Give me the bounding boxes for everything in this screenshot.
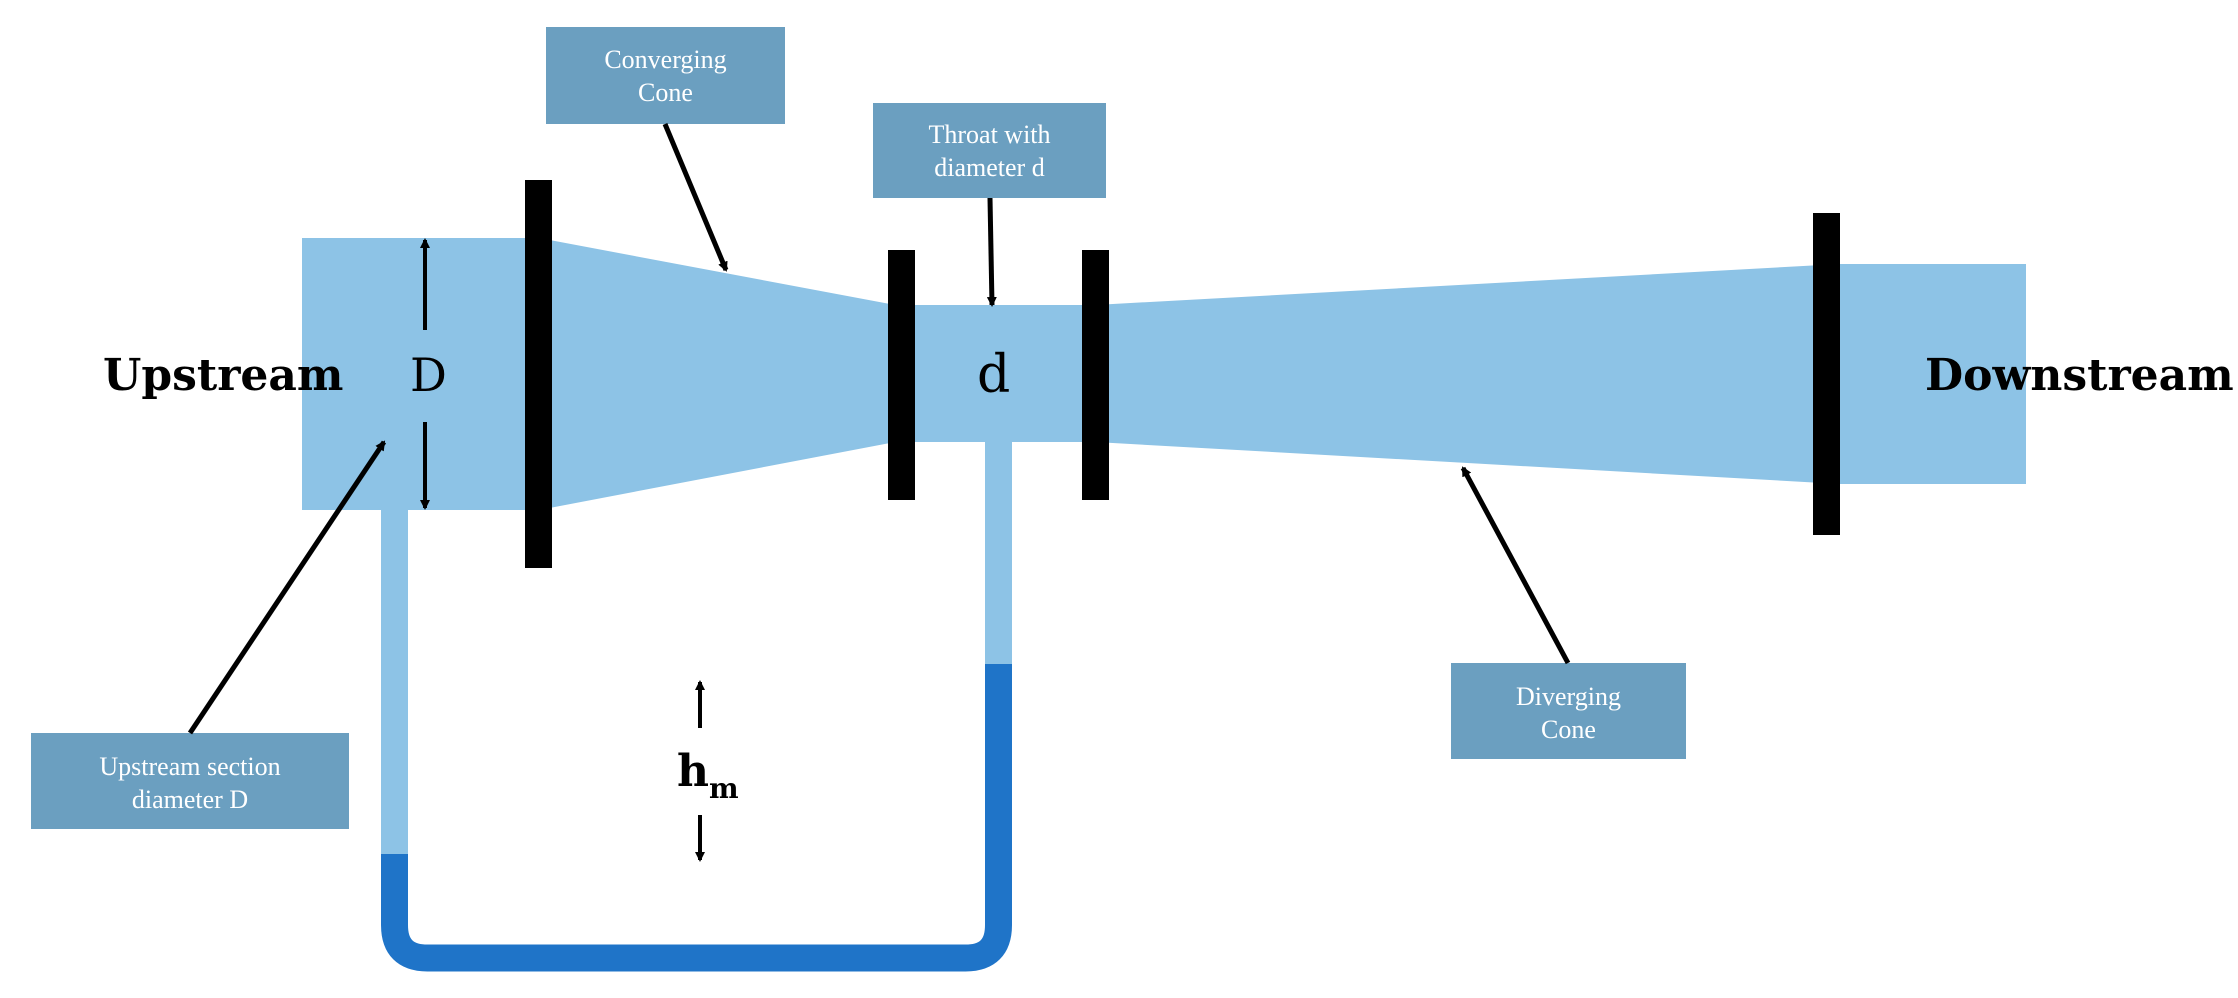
callout-box bbox=[1451, 663, 1686, 759]
callout-diverging-cone: Diverging Cone bbox=[1451, 466, 1686, 759]
callout-box bbox=[546, 27, 785, 124]
callout-text-line2: Cone bbox=[638, 78, 693, 107]
manometer-fluid bbox=[381, 664, 1012, 972]
callout-text-line2: diameter D bbox=[132, 785, 248, 814]
converging-cone-section bbox=[539, 238, 895, 510]
callout-throat: Throat with diameter d bbox=[873, 103, 1106, 307]
downstream-pipe-section bbox=[1840, 264, 2026, 484]
upstream-pipe-section bbox=[302, 238, 539, 510]
flange-throat-inlet bbox=[888, 250, 915, 500]
manometer-head-label: hm bbox=[677, 746, 739, 805]
callout-pointer-arrow bbox=[1460, 466, 1571, 665]
callout-text-line1: Upstream section bbox=[99, 752, 280, 781]
callout-text-line2: diameter d bbox=[934, 153, 1044, 182]
callout-box bbox=[873, 103, 1106, 198]
downstream-label: Downstream bbox=[1925, 350, 2234, 401]
callout-pointer-arrow bbox=[986, 197, 997, 307]
throat-diameter-label: d bbox=[977, 345, 1010, 405]
flange-upstream bbox=[525, 180, 552, 568]
callout-converging-cone: Converging Cone bbox=[546, 27, 785, 272]
diverging-cone-section bbox=[1095, 264, 1840, 484]
callout-box bbox=[31, 733, 349, 829]
manometer-right-tube-air bbox=[985, 442, 1012, 664]
manometer-left-tube-air bbox=[381, 510, 408, 854]
callout-text-line1: Converging bbox=[604, 45, 726, 74]
callout-pointer-arrow bbox=[662, 123, 729, 272]
manometer bbox=[381, 442, 1012, 972]
callout-upstream-section: Upstream section diameter D bbox=[31, 440, 387, 829]
throat-section bbox=[895, 305, 1095, 442]
flange-downstream bbox=[1813, 213, 1840, 535]
venturi-pipe bbox=[302, 238, 2026, 510]
callout-text-line1: Throat with bbox=[928, 120, 1050, 149]
callout-text-line2: Cone bbox=[1541, 715, 1596, 744]
callout-pointer-arrow bbox=[187, 440, 387, 735]
upstream-diameter-label: D bbox=[410, 348, 447, 402]
flange-throat-outlet bbox=[1082, 250, 1109, 500]
callout-text-line1: Diverging bbox=[1516, 682, 1621, 711]
flanges bbox=[525, 180, 1840, 568]
upstream-label: Upstream bbox=[103, 350, 343, 401]
